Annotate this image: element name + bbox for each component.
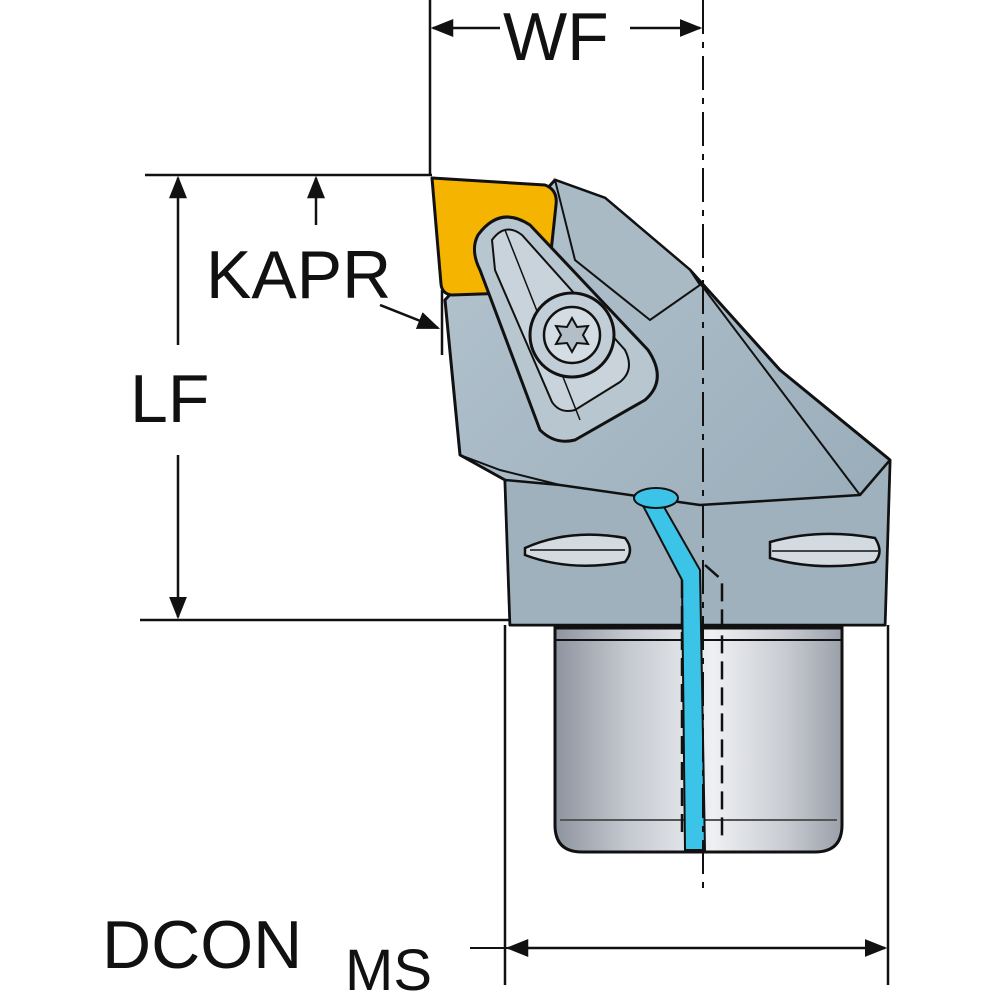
- screw-slot-right: [768, 532, 881, 568]
- dimension-lines: [140, 0, 890, 985]
- dcon-subscript: MS: [345, 938, 432, 1000]
- coolant-channel: [633, 487, 724, 851]
- screw-slot-left: [523, 533, 632, 567]
- lf-label: LF: [130, 361, 209, 437]
- kapr-label: KAPR: [206, 237, 391, 313]
- dcon-label: DCON: [102, 907, 302, 983]
- wf-label: WF: [503, 0, 609, 75]
- clamp-screw: [528, 291, 616, 379]
